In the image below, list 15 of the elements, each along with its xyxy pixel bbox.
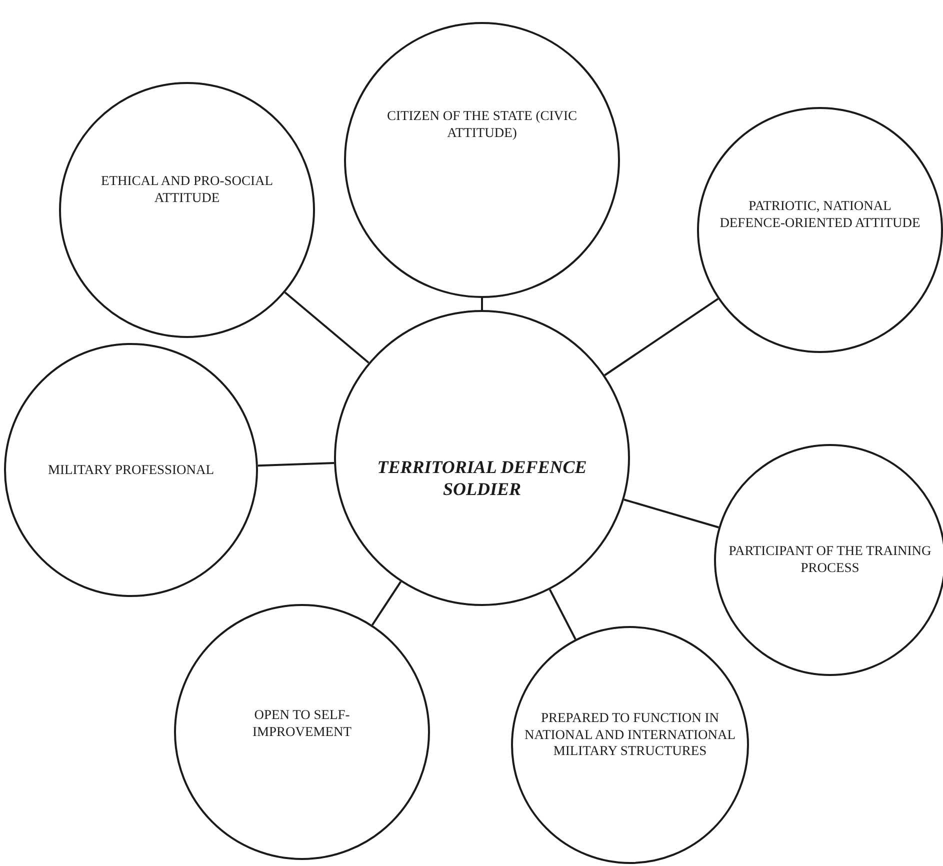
connector-line	[481, 298, 483, 310]
connector-line	[284, 292, 370, 364]
node-label: PARTICIPANT OF THE TRAINING PROCESS	[728, 543, 932, 577]
node-label: OPEN TO SELF-IMPROVEMENT	[251, 707, 352, 741]
node-label: TERRITORIAL DEFENCE SOLDIER	[376, 456, 588, 500]
connector-line	[371, 581, 402, 626]
node-label: ETHICAL AND PRO-SOCIAL ATTITUDE	[100, 173, 274, 207]
connector-line	[624, 498, 719, 528]
node-label: CITIZEN OF THE STATE (CIVIC ATTITUDE)	[386, 108, 578, 142]
connector-line	[548, 589, 576, 640]
node-label: MILITARY PROFESSIONAL	[48, 462, 214, 478]
node-label: PATRIOTIC, NATIONAL DEFENCE-ORIENTED ATTITUDE	[718, 198, 922, 232]
connector-line	[604, 298, 719, 376]
connector-line	[258, 462, 334, 467]
node-label: PREPARED TO FUNCTION IN NATIONAL AND INTERNATIONAL MILITARY STRUCTURES	[524, 710, 736, 760]
